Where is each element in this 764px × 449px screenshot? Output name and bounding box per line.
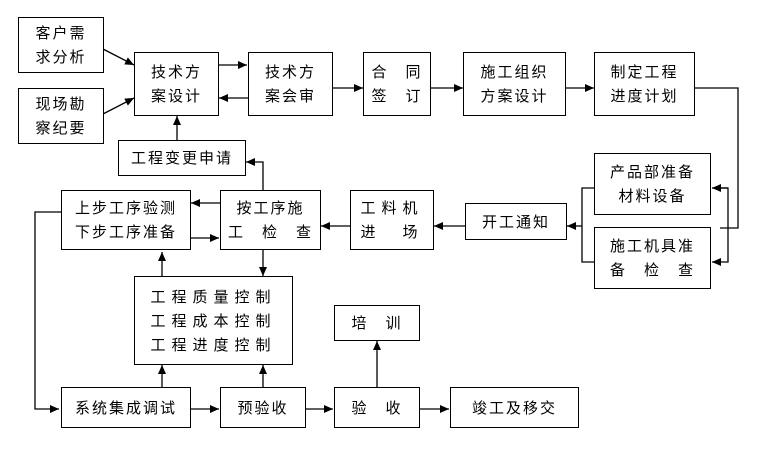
- site-survey-node: 现场勘 察纪要: [18, 88, 104, 144]
- materials-prep-node: 产品部准备 材料设备: [594, 153, 711, 215]
- tech-review-line-2: 案会审: [264, 87, 316, 105]
- tech-design-line-2: 案设计: [150, 87, 202, 105]
- change-request-node: 工程变更申请: [118, 140, 246, 176]
- construct-check-node: 按工序施 工 检 查: [220, 190, 321, 250]
- contract-node: 合 同 签 订: [363, 52, 431, 116]
- materials-arrival-node: 工料机 进 场: [350, 190, 434, 250]
- control-node: 工程质量控制 工程成本控制 工程进度控制: [134, 276, 293, 365]
- tech-review-node: 技术方 案会审: [248, 52, 333, 116]
- handover-label: 竣工及移交: [471, 398, 557, 417]
- schedule-node: 制定工程 进度计划: [594, 52, 695, 116]
- arrow-step-to-integration: [34, 211, 61, 413]
- tools-check-line-2: 备 检 查: [609, 261, 695, 279]
- tech-design-node: 技术方 案设计: [134, 52, 219, 116]
- integration-node: 系统集成调试: [61, 387, 191, 428]
- training-label: 培 训: [351, 314, 403, 332]
- arrow-client-to-design: [102, 48, 135, 66]
- acceptance-label: 验 收: [351, 398, 403, 417]
- tools-check-line-1: 施工机具准: [609, 237, 695, 255]
- schedule-line-1: 制定工程: [610, 63, 679, 81]
- tools-check-node: 施工机具准 备 检 查: [594, 227, 711, 289]
- control-line-2: 工程成本控制: [150, 311, 277, 330]
- step-check-node: 上步工序验测 下步工序准备: [61, 190, 191, 250]
- integration-label: 系统集成调试: [74, 398, 177, 417]
- contract-line-2: 签 订: [371, 87, 423, 105]
- contract-line-1: 合 同: [371, 63, 423, 81]
- arrow-survey-to-design: [102, 97, 135, 115]
- client-needs-node: 客户需 求分析: [18, 17, 104, 73]
- materials-prep-line-2: 材料设备: [618, 187, 687, 205]
- materials-arrival-line-1: 工料机: [360, 199, 424, 217]
- step-check-line-1: 上步工序验测: [74, 199, 177, 217]
- start-notice-node: 开工通知: [465, 203, 567, 240]
- change-request-label: 工程变更申请: [130, 149, 233, 167]
- site-survey-line-2: 察纪要: [35, 119, 87, 137]
- construction-plan-node: 施工组织 方案设计: [463, 52, 566, 116]
- arrow-prep-to-start: [581, 187, 594, 263]
- acceptance-node: 验 收: [334, 387, 420, 428]
- construction-plan-line-1: 施工组织: [480, 63, 549, 81]
- tech-design-line-1: 技术方: [150, 63, 202, 81]
- arrow-construct-to-change: [246, 158, 264, 190]
- start-notice-label: 开工通知: [481, 212, 550, 231]
- schedule-line-2: 进度计划: [610, 87, 679, 105]
- tech-review-line-1: 技术方: [264, 63, 316, 81]
- control-line-3: 工程进度控制: [150, 335, 277, 354]
- client-needs-line-2: 求分析: [35, 48, 87, 66]
- handover-node: 竣工及移交: [450, 387, 579, 428]
- training-node: 培 训: [334, 305, 420, 341]
- construct-check-line-1: 按工序施: [236, 199, 305, 217]
- pre-acceptance-label: 预验收: [237, 398, 289, 417]
- step-check-line-2: 下步工序准备: [74, 223, 177, 241]
- control-line-1: 工程质量控制: [150, 287, 277, 306]
- arrow-bracket-materials: [712, 187, 729, 266]
- arrow-schedule-to-tools: [694, 87, 739, 229]
- construct-check-line-2: 工 检 查: [227, 223, 313, 241]
- client-needs-line-1: 客户需: [35, 24, 87, 42]
- materials-prep-line-1: 产品部准备: [609, 163, 695, 181]
- pre-acceptance-node: 预验收: [220, 387, 306, 428]
- construction-plan-line-2: 方案设计: [480, 87, 549, 105]
- materials-arrival-line-2: 进 场: [360, 223, 424, 241]
- site-survey-line-1: 现场勘: [35, 95, 87, 113]
